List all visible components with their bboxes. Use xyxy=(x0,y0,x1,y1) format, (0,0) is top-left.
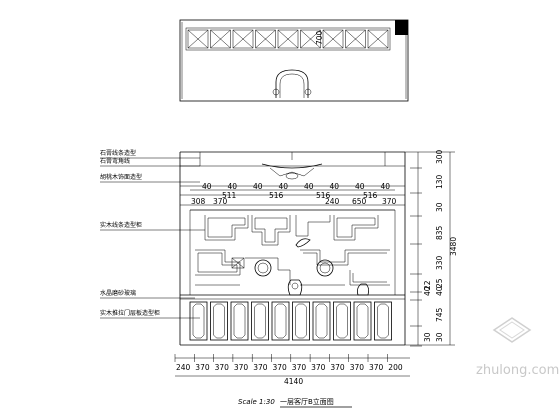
plan-cabinet-cell xyxy=(300,29,321,49)
dim-bottom-label: 370 xyxy=(292,363,307,372)
dim-row3-label: 370 xyxy=(382,197,397,206)
plan-cabinet-cell xyxy=(322,29,344,49)
cabinet-door xyxy=(312,301,331,341)
shelving-lattice xyxy=(195,215,390,286)
chandelier xyxy=(261,152,323,180)
cabinet-door xyxy=(230,301,249,341)
cabinet-door xyxy=(374,301,392,341)
dim-top-label: 40 xyxy=(304,182,314,191)
dim-mid-label: 511 xyxy=(222,191,237,200)
dim-top-label: 40 xyxy=(279,182,289,191)
column-block xyxy=(395,20,408,35)
dim-bottom-label: 370 xyxy=(350,363,365,372)
total-width: 4140 xyxy=(284,377,303,386)
dim-right-label: 330 xyxy=(435,255,444,270)
dim-bottom-label: 240 xyxy=(176,363,191,372)
dim-bottom-label: 370 xyxy=(234,363,249,372)
dim-row3-label: 650 xyxy=(352,197,367,206)
dim-right-side-label: 22 xyxy=(423,280,432,290)
plan-cabinet-cell xyxy=(277,29,299,49)
annotation-5: 水晶磨砂玻璃 xyxy=(100,289,136,297)
plan-furniture xyxy=(272,69,312,98)
title-text: 一层客厅B立面图 xyxy=(280,397,334,406)
dim-top-label: 40 xyxy=(253,182,263,191)
decor-items xyxy=(231,238,370,296)
watermark-text: zhulong.com xyxy=(476,363,559,378)
dim-right-side-label: 30 xyxy=(423,332,432,342)
top-dimensions: 40 40 40 40 40 40 40 40 511 516 516 516 308 370 240 6… xyxy=(190,182,397,206)
lower-cabinet-doors xyxy=(189,301,392,341)
scale-label: Scale 1:30 xyxy=(238,398,275,406)
cabinet-door xyxy=(271,301,290,341)
cabinet-door xyxy=(251,301,269,341)
annotation-2: 石膏弯角线 xyxy=(100,157,130,165)
dim-mid-label: 516 xyxy=(316,191,331,200)
plan-cabinet-cell xyxy=(255,29,276,49)
watermark: zhulong.com xyxy=(476,317,559,378)
cabinet-door xyxy=(292,301,310,341)
annotation-6: 实木推拉门层板造型柜 xyxy=(100,309,160,317)
cabinet-door xyxy=(353,301,372,341)
plan-cabinet-cell xyxy=(367,29,389,49)
plan-cabinet-cell xyxy=(187,29,209,49)
dim-bottom-label: 370 xyxy=(311,363,326,372)
dim-top-label: 40 xyxy=(228,182,238,191)
dim-bottom-label: 370 xyxy=(253,363,268,372)
dim-right-label: 130 xyxy=(435,174,444,189)
plan-cabinets xyxy=(185,27,391,51)
dim-bottom-label: 370 xyxy=(215,363,230,372)
dim-bottom-label: 370 xyxy=(273,363,288,372)
dim-right-label: 40 xyxy=(435,286,444,296)
dim-top-label: 40 xyxy=(381,182,391,191)
dim-right-label: 300 xyxy=(435,149,444,164)
plan-cabinet-cell xyxy=(232,29,254,49)
plan-outline xyxy=(179,19,409,102)
bottom-dimensions: 240 370 370 370 370 370 370 370 370 370 370 200 414… xyxy=(174,354,410,386)
dim-right-label: 25 xyxy=(435,278,444,288)
annotations: 石膏线条造型 石膏弯角线 胡桃木饰面造型 实木线条造型柜 水晶磨砂玻璃 实木推拉… xyxy=(100,149,205,319)
cabinet-door xyxy=(210,301,228,341)
dim-top-label: 40 xyxy=(202,182,212,191)
dim-top-label: 40 xyxy=(355,182,365,191)
plan-cabinet-cell xyxy=(210,29,231,49)
plan-view: 700 xyxy=(179,19,409,102)
cabinet-door xyxy=(333,301,351,341)
dim-right-label: 30 xyxy=(435,202,444,212)
dim-right-label: 30 xyxy=(435,332,444,342)
drawing-title: Scale 1:30 一层客厅B立面图 xyxy=(238,397,352,408)
dim-mid-label: 516 xyxy=(269,191,284,200)
plan-dim: 700 xyxy=(315,30,324,45)
dim-right-label: 745 xyxy=(435,307,444,322)
dim-right-side-label: 40 xyxy=(423,286,432,296)
annotation-1: 石膏线条造型 xyxy=(100,149,136,157)
annotation-3: 胡桃木饰面造型 xyxy=(100,173,142,181)
dim-bottom-label: 370 xyxy=(195,363,210,372)
elevation-view xyxy=(179,151,406,346)
dim-bottom-label: 200 xyxy=(388,363,403,372)
cabinet-door xyxy=(189,301,208,341)
total-height: 3480 xyxy=(449,237,458,256)
dim-row3-label: 308 xyxy=(191,197,206,206)
dim-right-label: 835 xyxy=(435,225,444,240)
dim-bottom-label: 370 xyxy=(330,363,345,372)
plan-cabinet-cell xyxy=(345,29,366,49)
dim-mid-label: 516 xyxy=(363,191,378,200)
dim-bottom-label: 370 xyxy=(369,363,384,372)
dim-row3-label: 240 xyxy=(325,197,340,206)
dim-row3-label: 370 xyxy=(213,197,228,206)
dim-top-label: 40 xyxy=(330,182,340,191)
annotation-4: 实木线条造型柜 xyxy=(100,221,142,229)
